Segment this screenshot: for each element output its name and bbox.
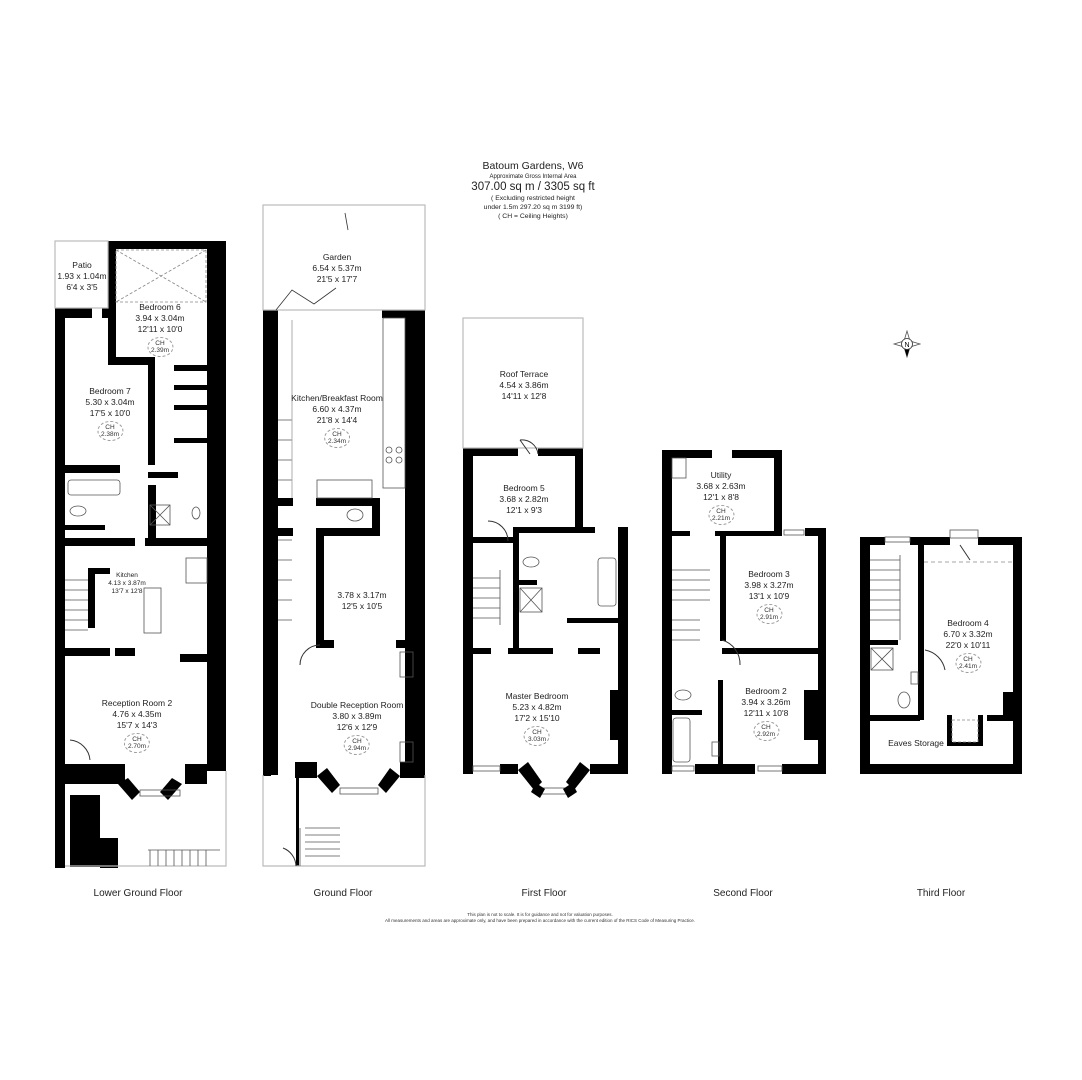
room-double-reception: Double Reception Room 3.80 x 3.89m 12'6 … xyxy=(311,700,403,755)
property-header: Batoum Gardens, W6 Approximate Gross Int… xyxy=(471,160,594,221)
area-subtitle: Approximate Gross Internal Area xyxy=(489,174,577,180)
room-kitchen: Kitchen 4.13 x 3.87m 13'7 x 12'8 xyxy=(108,572,146,595)
room-kitchen-breakfast: Kitchen/Breakfast Room 6.60 x 4.37m 21'8… xyxy=(291,393,383,448)
room-patio: Patio 1.93 x 1.04m 6'4 x 3'5 xyxy=(57,260,107,292)
room-reception-room-2: Reception Room 2 4.76 x 4.35m 15'7 x 14'… xyxy=(102,698,172,753)
excluding-note-2: under 1.5m 297.20 sq m 3199 ft) xyxy=(483,204,583,211)
second-floor-walls xyxy=(662,450,826,774)
room-garden: Garden 6.54 x 5.37m 21'5 x 17'7 xyxy=(312,252,362,284)
floor-label-ground: Ground Floor xyxy=(313,888,373,899)
svg-text:N: N xyxy=(904,342,909,349)
third-floor-walls xyxy=(860,537,1022,774)
room-bedroom-5: Bedroom 5 3.68 x 2.82m 12'1 x 9'3 xyxy=(499,483,549,515)
floor-label-third: Third Floor xyxy=(916,888,966,899)
north-compass-icon: N xyxy=(892,329,922,359)
property-title: Batoum Gardens, W6 xyxy=(482,160,584,172)
gross-area: 307.00 sq m / 3305 sq ft xyxy=(471,181,595,193)
first-floor-walls xyxy=(463,448,628,790)
ceiling-height-note: ( CH = Ceiling Heights) xyxy=(498,213,568,220)
lower-ground-floor-walls xyxy=(55,241,226,868)
room-master-bedroom: Master Bedroom 5.23 x 4.82m 17'2 x 15'10… xyxy=(506,691,568,746)
room-unnamed-reception: 3.78 x 3.17m 12'5 x 10'5 xyxy=(337,590,387,611)
disclaimer: This plan is not to scale. It is for gui… xyxy=(385,912,695,924)
disclaimer-line-2: All measurements and areas are approxima… xyxy=(384,918,696,923)
excluding-note-1: ( Excluding restricted height xyxy=(491,195,575,202)
ground-floor-walls xyxy=(263,310,425,866)
floor-label-first: First Floor xyxy=(521,888,567,899)
disclaimer-line-1: This plan is not to scale. It is for gui… xyxy=(467,912,613,917)
room-roof-terrace: Roof Terrace 4.54 x 3.86m 14'11 x 12'8 xyxy=(499,369,549,401)
room-eaves-storage: Eaves Storage xyxy=(888,738,944,748)
floor-label-lower-ground: Lower Ground Floor xyxy=(93,888,183,899)
floor-label-second: Second Floor xyxy=(713,888,773,899)
